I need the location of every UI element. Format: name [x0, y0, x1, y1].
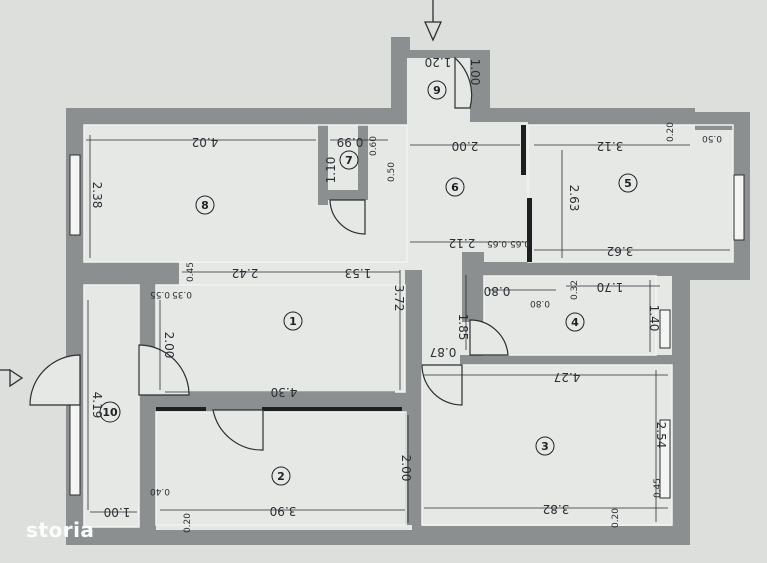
divider-wall [156, 407, 206, 411]
room-label-1: 1 [283, 311, 303, 331]
dimension-label: 0.80 [530, 298, 550, 308]
dimension-label: 3.62 [607, 244, 634, 258]
dimension-label: 1.70 [597, 280, 624, 294]
room-label-8: 8 [195, 195, 215, 215]
dimension-label: 3.72 [392, 285, 406, 312]
dimension-label: 1.00 [104, 505, 131, 519]
dimension-label: 0.45 [653, 478, 663, 498]
dimension-label: 2.12 [449, 236, 476, 250]
dimension-label: 1.20 [425, 55, 452, 69]
dimension-label: 0.20 [183, 513, 193, 533]
dimension-label: 0.55 [150, 289, 170, 299]
room-labels: 8 7 6 9 5 1 4 3 [99, 80, 638, 486]
entrance-arrows [0, 0, 443, 388]
dimension-label: 3.82 [543, 502, 570, 516]
dimension-label: 0.87 [430, 345, 457, 359]
dimension-label: 1.53 [345, 266, 372, 280]
room-label-10: 10 [99, 401, 121, 423]
dimension-label: 1.40 [647, 305, 661, 332]
room-label-2: 2 [271, 466, 291, 486]
dimension-label: 4.02 [192, 135, 219, 149]
windows [69, 154, 745, 499]
dimension-label: 0.60 [369, 136, 379, 156]
room-number: 9 [433, 84, 441, 97]
dimension-label: 4.19 [90, 392, 104, 419]
dimension-label: 0.50 [702, 133, 722, 143]
dimension-label: 0.65 [487, 238, 507, 248]
dimension-label: 0.32 [570, 280, 580, 300]
room-label-6: 6 [445, 177, 465, 197]
room-label-7: 7 [339, 150, 359, 170]
storia-logo: storia [26, 518, 95, 542]
door-swings [29, 56, 509, 451]
dimension-label: 0.20 [666, 122, 676, 142]
dimension-label: 0.99 [337, 135, 364, 149]
room-label-4: 4 [565, 312, 585, 332]
dimension-label: 0.50 [387, 162, 397, 182]
dimension-label: 0.65 [510, 238, 530, 248]
room-label-3: 3 [535, 436, 555, 456]
dimension-label: 1.10 [324, 157, 338, 184]
dimension-label: 2.00 [452, 139, 479, 153]
room-number: 2 [277, 470, 285, 483]
dimension-label: 4.27 [554, 370, 581, 384]
dimension-label: 3.90 [270, 504, 297, 518]
room-number: 5 [624, 177, 632, 190]
divider-wall [262, 407, 402, 411]
dimension-label: 0.45 [186, 262, 196, 282]
divider-wall [521, 125, 526, 175]
dimension-lines [86, 135, 730, 523]
divider-wall [527, 198, 532, 262]
room-number: 10 [102, 406, 118, 419]
dimension-label: 1.00 [468, 59, 482, 86]
room-label-5: 5 [618, 173, 638, 193]
wall-outlines [83, 124, 734, 528]
dimension-label: 0.35 [172, 289, 192, 299]
dimension-label: 1.85 [456, 314, 470, 341]
dimension-label: 2.42 [232, 266, 259, 280]
dimension-label: 0.40 [150, 486, 170, 496]
room-label-9: 9 [427, 80, 447, 100]
dimension-label: 2.00 [162, 332, 176, 359]
room-number: 3 [541, 440, 549, 453]
room-number: 6 [451, 181, 459, 194]
dimension-label: 0.20 [611, 508, 621, 528]
dimension-label: 4.30 [271, 385, 298, 399]
dimension-label: 0.80 [484, 284, 511, 298]
room-number: 7 [345, 154, 353, 167]
dimension-label: 3.12 [597, 139, 624, 153]
dimension-label: 2.63 [567, 185, 581, 212]
dimension-label: 2.38 [90, 182, 104, 209]
dimension-label: 2.00 [399, 455, 413, 482]
dimension-label: 2.54 [654, 422, 668, 449]
room-number: 1 [289, 315, 297, 328]
room-number: 8 [201, 199, 209, 212]
dimension-labels: 4.02 0.99 0.60 0.50 1.10 2.38 2.00 3.12 … [90, 55, 722, 533]
room-number: 4 [571, 316, 579, 329]
